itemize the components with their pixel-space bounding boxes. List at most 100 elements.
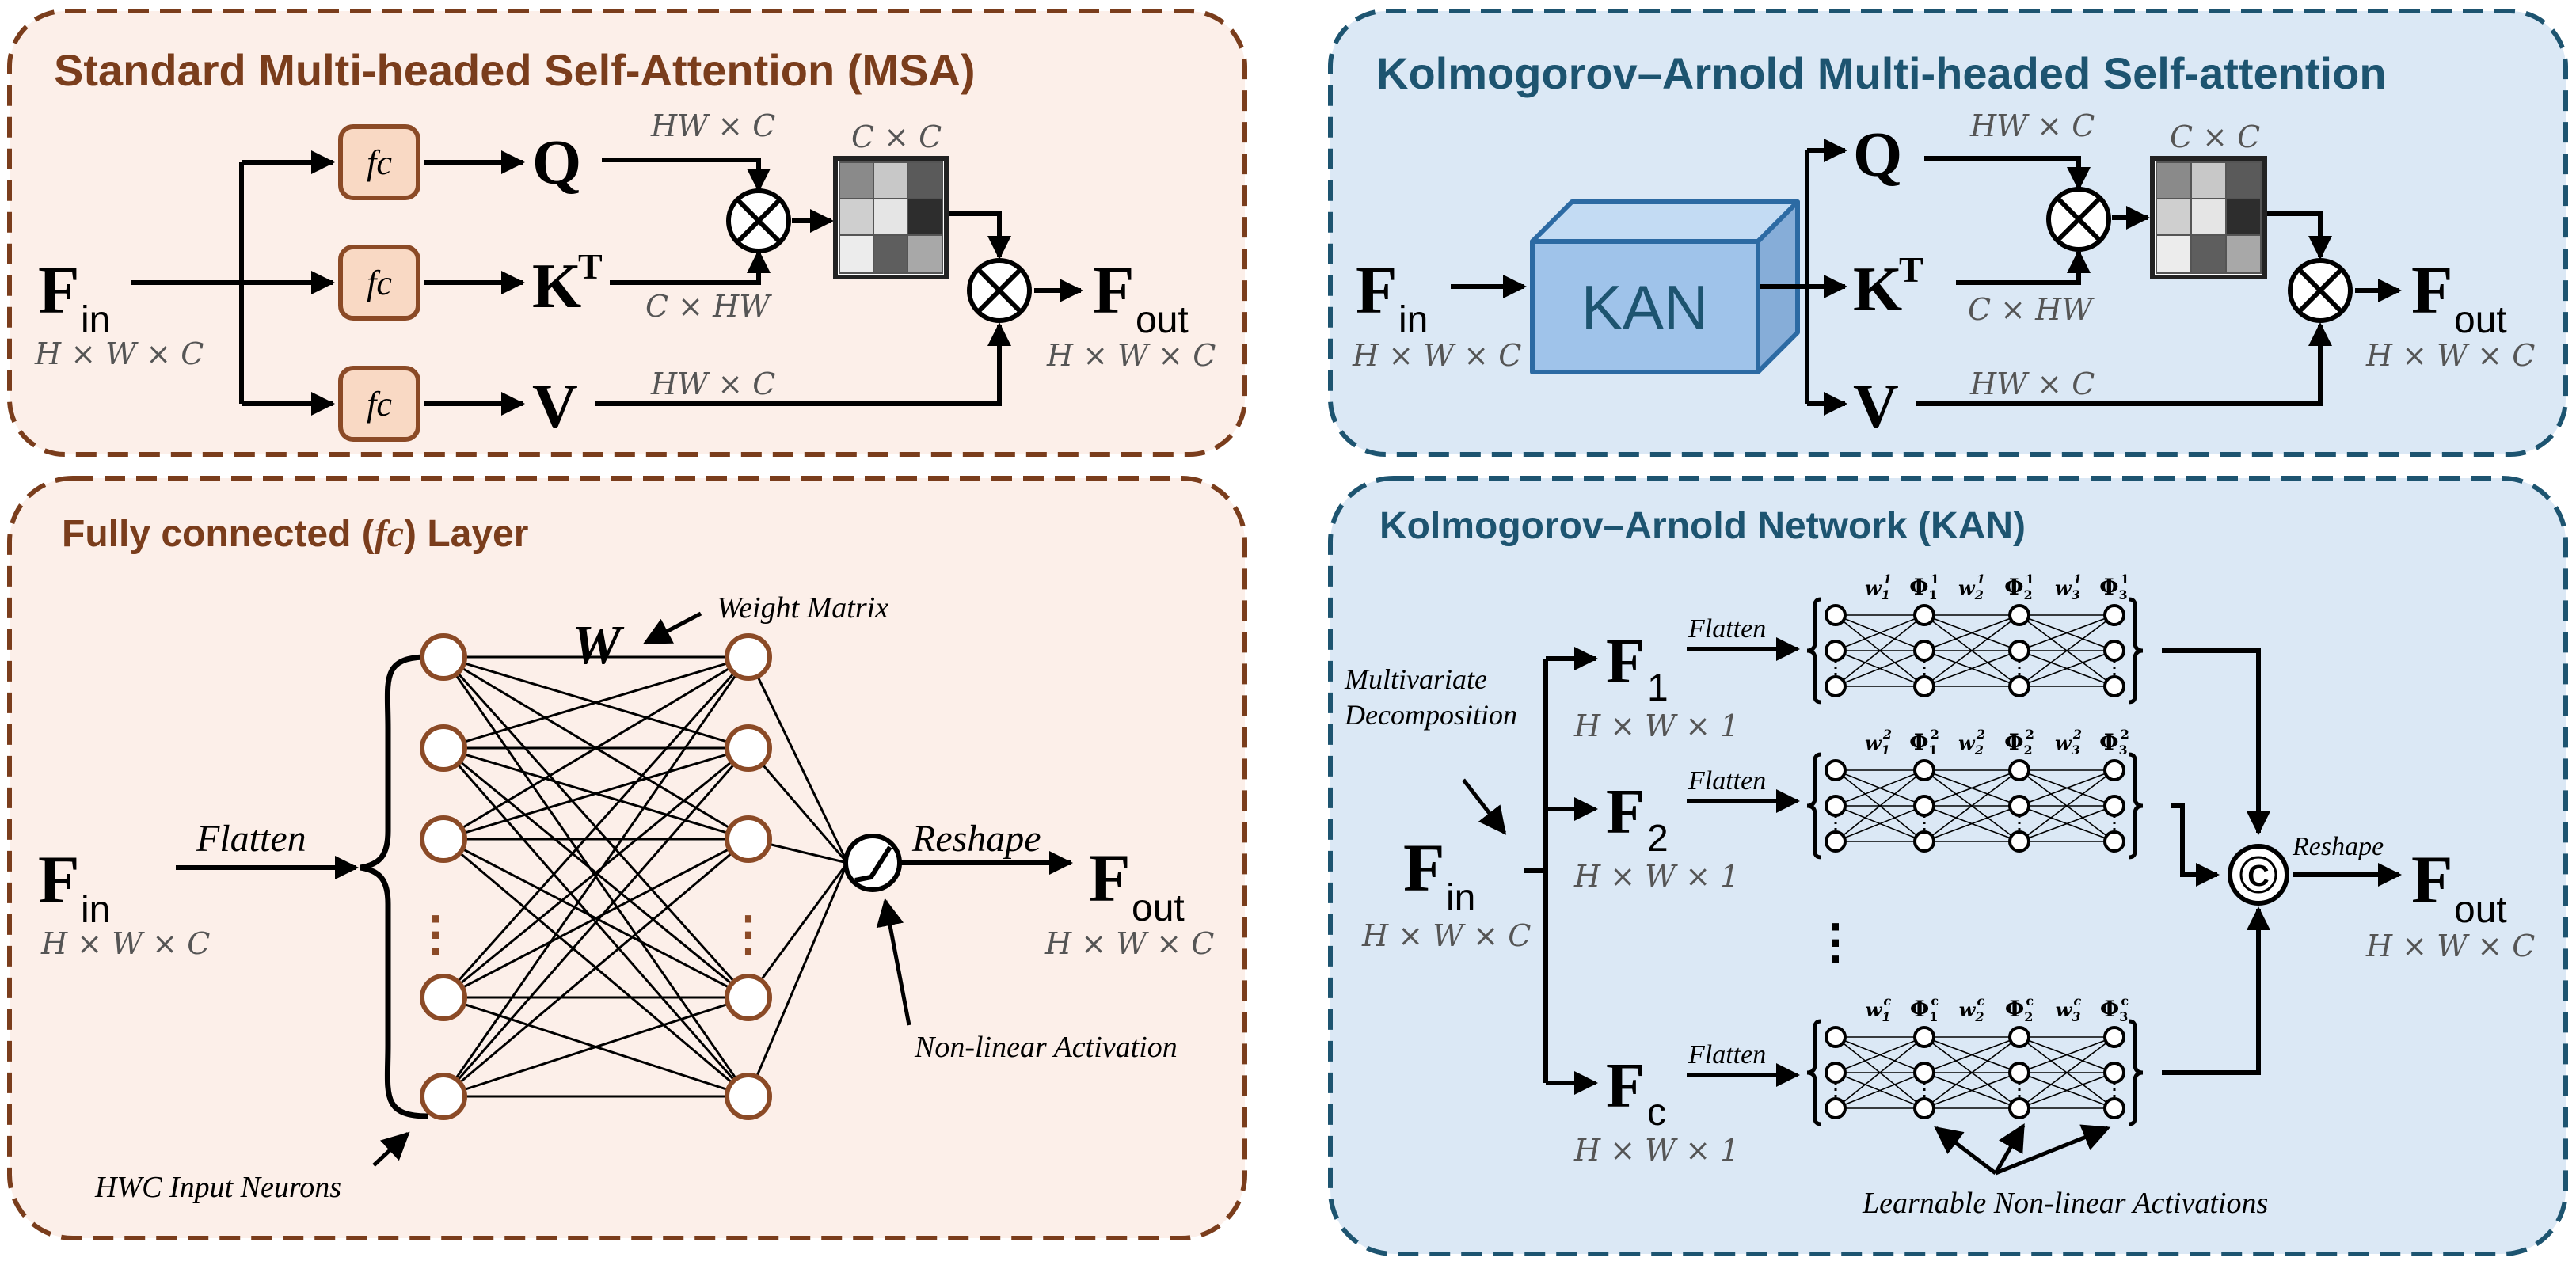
kan-net-weight-label: w31 (2055, 572, 2082, 602)
msa-fout-label: F out H × W × C (1046, 252, 1216, 373)
svg-text:Weight Matrix: Weight Matrix (717, 591, 888, 625)
kan-net-edge (1923, 1036, 2020, 1109)
svg-text:F: F (1403, 830, 1445, 906)
svg-text:2: 2 (1647, 818, 1669, 860)
svg-text:W: W (572, 615, 625, 676)
kan-net-node (2103, 604, 2125, 626)
kan-net-node (2103, 830, 2125, 853)
svg-text:fc: fc (367, 264, 392, 302)
kan-net-edge (1923, 805, 2020, 842)
kan-net-left-brace (1806, 752, 1822, 860)
msa-v-dim: HW × C (650, 367, 775, 401)
kan-net-node (1913, 830, 1935, 853)
svg-text:out: out (1132, 887, 1185, 929)
svg-text:F: F (38, 252, 80, 328)
kmsa-q-label: Q (1853, 120, 1902, 190)
kan-net-edge (1923, 614, 2020, 687)
kan-net-edge (1835, 805, 1925, 842)
kan-net-node (1825, 795, 1847, 817)
svg-text:out: out (2454, 299, 2507, 341)
kan-net-node (1913, 1026, 1935, 1048)
kan-net-weight-label: Φ3c (2100, 993, 2129, 1024)
svg-text:fc: fc (367, 385, 392, 424)
svg-text:F: F (1606, 777, 1645, 847)
fc-input-neuron (420, 724, 467, 772)
kan-net-edge (1835, 1036, 1925, 1073)
fc-weight-edge (442, 655, 750, 999)
svg-text:F: F (1089, 840, 1131, 916)
kan-flatten-c: Flatten (1687, 1040, 1800, 1087)
fc-flatten-label: Flatten (196, 818, 306, 860)
fc-output-dots: ⋮ (725, 908, 772, 960)
svg-text:K: K (1853, 255, 1902, 325)
fc-input-neuron (420, 633, 467, 681)
fc-weight-edge (443, 838, 749, 1098)
fc-activation-edge (747, 862, 849, 1097)
kan-net-node (2008, 759, 2030, 781)
fc-weight-edge (442, 747, 750, 1097)
kan-net-node (2103, 759, 2125, 781)
kan-net-node (2008, 604, 2030, 626)
kan-net-node (1913, 675, 1935, 697)
kmsa-fout-label: F out H × W × C (2365, 252, 2535, 373)
msa-title: Standard Multi-headed Self-Attention (MS… (54, 45, 976, 95)
kan-net-node (2103, 675, 2125, 697)
svg-text:H × W × C: H × W × C (2365, 338, 2535, 373)
fc-reshape-label: Reshape (911, 818, 1041, 860)
kmsa-fin-label: F in H × W × C (1352, 252, 1521, 373)
kan-net-node (2008, 795, 2030, 817)
svg-text:Flatten: Flatten (1688, 766, 1766, 796)
kan-net-edge (2019, 1036, 2115, 1073)
fc-fout-label: F out H × W × C (1044, 840, 1214, 961)
kan-net-weight-label: w21 (1958, 572, 1985, 602)
kan-net-edge (2019, 805, 2115, 842)
fc-activation-edge (747, 747, 849, 864)
svg-text:H × W × C: H × W × C (1352, 338, 1521, 373)
fc-activation-icon (843, 834, 902, 892)
svg-text:H × W × C: H × W × C (2365, 929, 2535, 963)
kan-net-node (1825, 1097, 1847, 1119)
kan-net-weight-label: Φ31 (2099, 572, 2129, 602)
kan-net-edge (1835, 769, 1925, 807)
msa-fc-box-1: fc (338, 124, 420, 200)
kan-net-node (1913, 604, 1935, 626)
kan-concat-op: C (2228, 844, 2289, 906)
svg-text:Flatten: Flatten (1688, 1040, 1766, 1069)
msa-fc-box-3: fc (338, 366, 420, 442)
fc-layer-panel (7, 476, 1247, 1240)
kan-net-right-brace (2128, 1019, 2144, 1126)
msa-multiply-op-2 (967, 258, 1032, 323)
kan-net-edge (2019, 1072, 2115, 1109)
msa-attention-matrix (833, 156, 949, 279)
kan-net-left-brace (1806, 1019, 1822, 1126)
kan-net-node (1825, 675, 1847, 697)
kan-net-edge (1835, 650, 1925, 687)
svg-text:Flatten: Flatten (1688, 614, 1766, 644)
svg-text:H × W × C: H × W × C (34, 336, 204, 371)
fc-weight-label: W Weight Matrix (572, 591, 888, 676)
fc-activation-pointer (876, 898, 911, 1026)
msa-k-dim: C × HW (645, 289, 772, 324)
kan-learnable-label: Learnable Non-linear Activations (1862, 1187, 2268, 1220)
kan-fin-label: F in H × W × C (1361, 830, 1531, 953)
kan-net-edge (1923, 769, 2020, 842)
svg-text:H × W × C: H × W × C (40, 926, 210, 961)
fc-weight-edge (443, 996, 749, 1098)
kan-net-node (1825, 1026, 1847, 1048)
kan-net-edge (2019, 650, 2115, 687)
kan-fout-label: F out H × W × C (2365, 841, 2535, 963)
fc-activation-label: Non-linear Activation (914, 1031, 1178, 1064)
kan-reshape-label: Reshape (2292, 832, 2384, 861)
msa-k-label: K T (532, 246, 603, 321)
kan-net-weight-label: w32 (2055, 727, 2082, 758)
svg-text:out: out (2454, 889, 2507, 931)
svg-text:H × W × 1: H × W × 1 (1573, 1133, 1739, 1168)
svg-text:H × W × C: H × W × C (1044, 926, 1214, 961)
fc-output-neuron (725, 1073, 772, 1120)
kan-net-edge (1923, 1072, 2020, 1109)
kan-net-node (2008, 830, 2030, 853)
msa-q-label: Q (532, 128, 581, 198)
svg-text:T: T (1899, 249, 1923, 290)
